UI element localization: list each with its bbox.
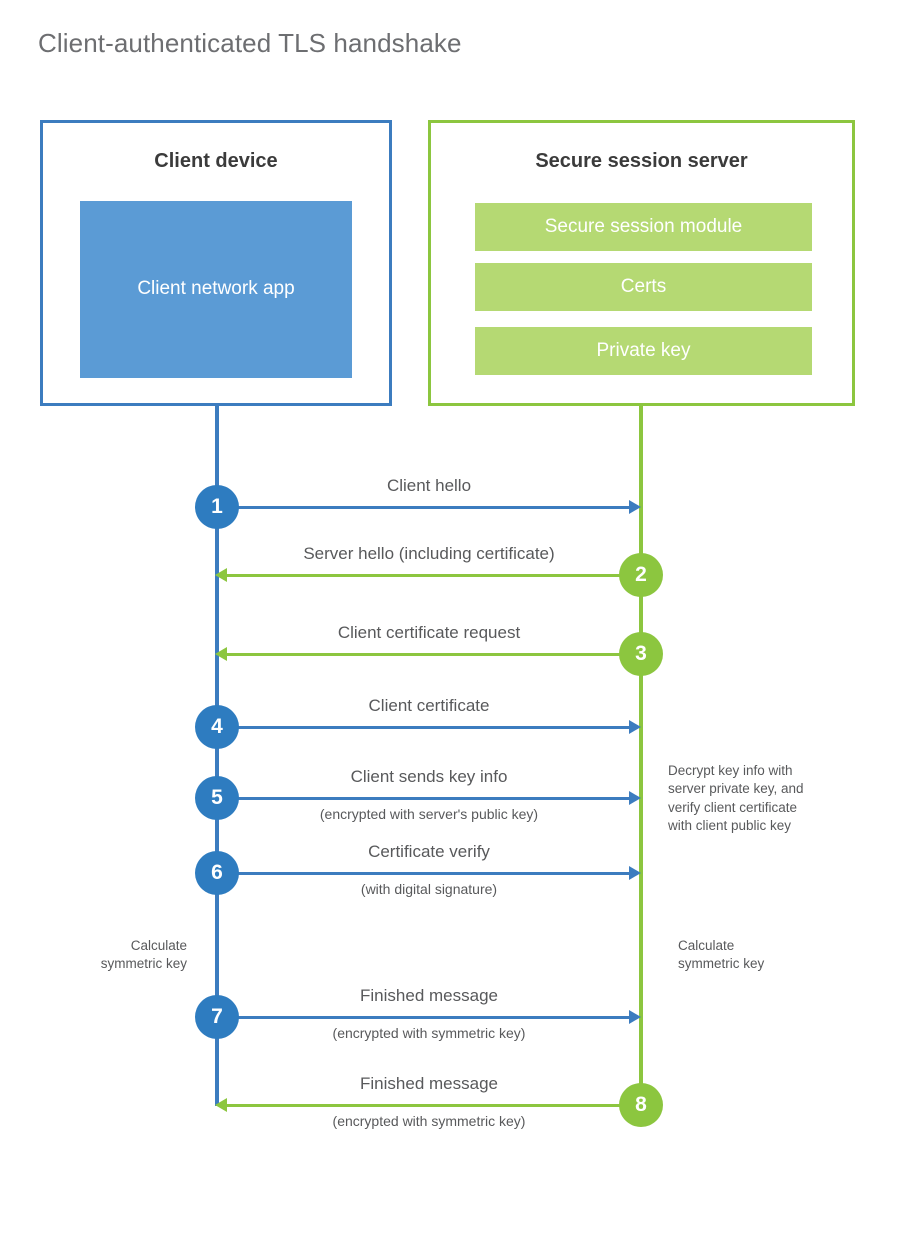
message-label-4: Client certificate <box>368 696 490 715</box>
arrow-head-6 <box>629 866 641 880</box>
message-label-8: Finished message <box>360 1074 498 1093</box>
certs-block: Certs <box>475 263 812 311</box>
secure-session-module-block: Secure session module <box>475 203 812 251</box>
arrow-head-2 <box>215 568 227 582</box>
step-circle-3: 3 <box>619 632 663 676</box>
step-circle-7: 7 <box>195 995 239 1039</box>
participant-box-client: Client device Client network app <box>40 120 392 406</box>
arrow-head-5 <box>629 791 641 805</box>
message-label-5: Client sends key info <box>350 767 508 786</box>
step-circle-1: 1 <box>195 485 239 529</box>
participant-title-client: Client device <box>154 150 278 172</box>
arrow-line-3 <box>227 653 641 656</box>
arrow-head-8 <box>215 1098 227 1112</box>
arrow-line-6 <box>217 872 631 875</box>
message-label-7: Finished message <box>360 986 498 1005</box>
message-sublabel-7: (encrypted with symmetric key) <box>332 1025 526 1041</box>
note-server-calculate-symmetric-key: Calculate symmetric key <box>678 938 765 972</box>
arrow-line-7 <box>217 1016 631 1019</box>
arrow-line-5 <box>217 797 631 800</box>
step-circle-6: 6 <box>195 851 239 895</box>
message-label-3: Client certificate request <box>337 623 521 642</box>
arrow-head-7 <box>629 1010 641 1024</box>
participant-title-server: Secure session server <box>535 150 748 172</box>
lifeline-client <box>215 406 219 1106</box>
message-label-2: Server hello (including certificate) <box>303 544 555 563</box>
note-server-decrypt: Decrypt key info with server private key… <box>668 763 804 834</box>
lifeline-server <box>639 406 643 1106</box>
arrow-line-4 <box>217 726 631 729</box>
arrow-line-8 <box>227 1104 641 1107</box>
arrow-line-1 <box>217 506 631 509</box>
arrow-head-4 <box>629 720 641 734</box>
page-title: Client-authenticated TLS handshake <box>38 28 462 58</box>
message-sublabel-8: (encrypted with symmetric key) <box>332 1113 526 1129</box>
note-client-calculate-symmetric-key: Calculate symmetric key <box>100 938 187 972</box>
step-circle-2: 2 <box>619 553 663 597</box>
arrow-head-3 <box>215 647 227 661</box>
client-network-app-block: Client network app <box>80 201 352 378</box>
step-circle-4: 4 <box>195 705 239 749</box>
step-circle-8: 8 <box>619 1083 663 1127</box>
message-sublabel-6: (with digital signature) <box>360 881 498 897</box>
message-label-1: Client hello <box>386 476 472 495</box>
message-sublabel-5: (encrypted with server's public key) <box>319 806 539 822</box>
arrow-line-2 <box>227 574 641 577</box>
step-circle-5: 5 <box>195 776 239 820</box>
participant-box-server: Secure session server Secure session mod… <box>428 120 855 406</box>
arrow-head-1 <box>629 500 641 514</box>
message-label-6: Certificate verify <box>368 842 490 861</box>
private-key-block: Private key <box>475 327 812 375</box>
